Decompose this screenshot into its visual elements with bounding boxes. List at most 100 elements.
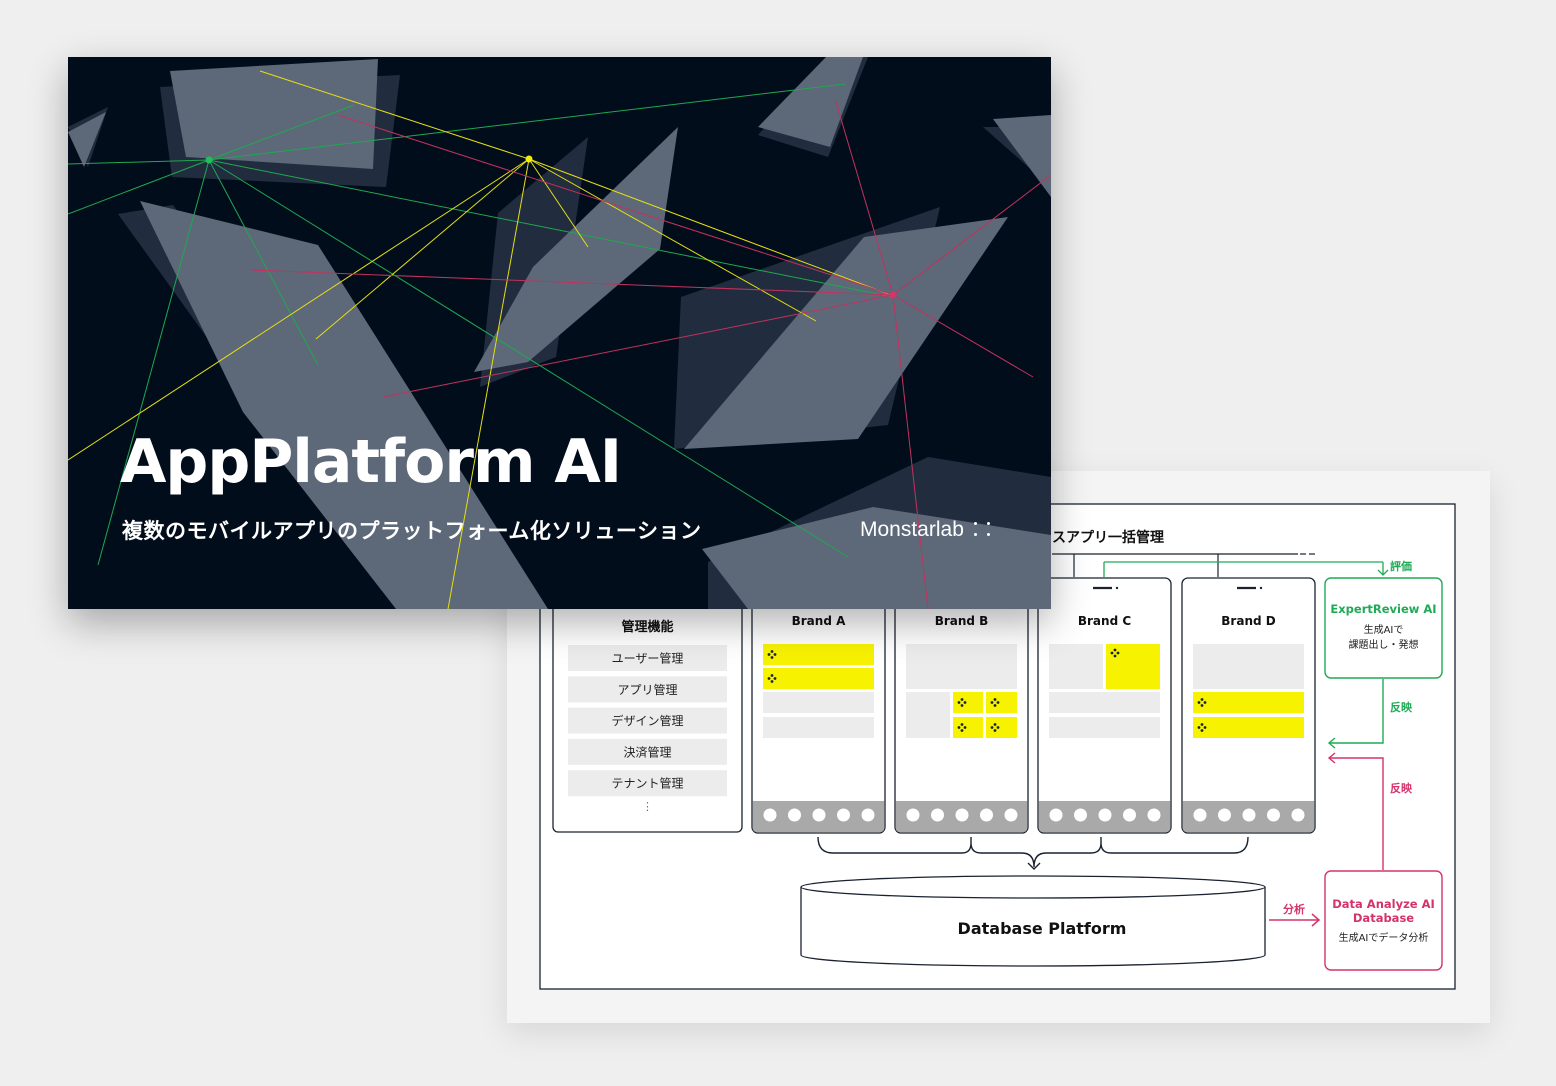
content-block xyxy=(763,644,874,665)
diamond-dots-icon xyxy=(1197,723,1207,732)
reflect-label-pink: 反映 xyxy=(1390,781,1413,795)
content-block xyxy=(1193,644,1304,689)
admin-item-label: アプリ管理 xyxy=(617,682,677,697)
nav-dot-icon[interactable] xyxy=(763,808,777,822)
reflect-label-green: 反映 xyxy=(1390,700,1413,714)
nav-dot-icon[interactable] xyxy=(812,808,826,822)
database-cylinder: Database Platform xyxy=(800,875,1266,967)
yellow-node-icon xyxy=(525,155,533,163)
brand-phone[interactable]: Brand B xyxy=(894,577,1029,834)
nav-dot-icon[interactable] xyxy=(1193,808,1207,822)
data-analyze-desc: 生成AIでデータ分析 xyxy=(1339,931,1429,944)
content-block xyxy=(906,692,950,738)
expert-review-line1: 生成AIで xyxy=(1364,623,1404,636)
content-block xyxy=(763,692,874,713)
expert-review-title: ExpertReview AI xyxy=(1330,602,1436,616)
diamond-dots-icon xyxy=(957,698,967,707)
network-lines xyxy=(68,70,1051,609)
nav-dot-icon[interactable] xyxy=(931,808,944,822)
content-block xyxy=(763,717,874,738)
arrow-left-icon xyxy=(1327,679,1384,749)
arrow-left-icon xyxy=(1327,752,1384,870)
nav-dot-icon[interactable] xyxy=(955,808,969,822)
content-block xyxy=(986,692,1017,713)
nav-dot-icon[interactable] xyxy=(1098,808,1112,822)
admin-panel-title: 管理機能 xyxy=(621,619,673,635)
nav-dot-icon[interactable] xyxy=(1123,808,1136,822)
nav-dot-icon[interactable] xyxy=(1074,808,1087,822)
admin-item-label: デザイン管理 xyxy=(611,713,683,728)
content-block xyxy=(1106,644,1160,689)
brand-logo[interactable]: Monstarlab xyxy=(860,518,992,542)
brand-name-label: Brand B xyxy=(935,614,989,628)
brand-phone[interactable]: Brand C xyxy=(1037,577,1172,834)
arrow-right-icon xyxy=(1269,913,1321,927)
diamond-dots-icon xyxy=(990,698,1000,707)
nav-dot-icon[interactable] xyxy=(1147,808,1161,822)
arrow-down-icon xyxy=(1027,862,1041,870)
top-connectors xyxy=(1052,553,1315,577)
analyze-label: 分析 xyxy=(1283,902,1305,916)
nav-dot-icon[interactable] xyxy=(788,808,801,822)
data-analyze-title-1: Data Analyze AI xyxy=(1332,897,1435,911)
hero-card: AppPlatform AI 複数のモバイルアプリのプラットフォーム化ソリューシ… xyxy=(68,57,1051,609)
hero-title: AppPlatform AI xyxy=(120,427,622,497)
content-block xyxy=(1193,692,1304,713)
arrow-down-icon xyxy=(1377,569,1389,576)
architecture-diagram: スアプリ一括管理 評価 管理機能 ユーザー管理アプリ管理デザイン管理決済管理テナ… xyxy=(539,503,1456,990)
logo-dots-icon xyxy=(973,522,992,538)
nav-dot-icon[interactable] xyxy=(1267,808,1280,822)
nav-dot-icon[interactable] xyxy=(1004,808,1018,822)
admin-item[interactable]: ユーザー管理 xyxy=(568,645,727,671)
content-block xyxy=(986,717,1017,738)
admin-item-label: 決済管理 xyxy=(623,744,671,759)
expert-review-box: ExpertReview AI 生成AIで 課題出し・発想 xyxy=(1324,577,1443,679)
curly-brace-icon xyxy=(817,836,1249,868)
data-analyze-box: Data Analyze AI Database 生成AIでデータ分析 xyxy=(1324,870,1443,971)
content-block xyxy=(1049,717,1160,738)
admin-item-label: ユーザー管理 xyxy=(612,651,684,666)
brand-name: Monstarlab xyxy=(860,518,964,541)
admin-item[interactable]: アプリ管理 xyxy=(568,676,727,703)
nav-dot-icon[interactable] xyxy=(1049,808,1063,822)
diamond-dots-icon xyxy=(990,723,1000,732)
content-block xyxy=(1193,717,1304,738)
content-block xyxy=(763,668,874,689)
nav-dot-icon[interactable] xyxy=(1218,808,1231,822)
admin-item[interactable]: テナント管理 xyxy=(568,770,727,797)
diagram-header-label: スアプリ一括管理 xyxy=(1052,529,1164,546)
data-analyze-title-2: Database xyxy=(1353,911,1414,925)
eval-label: 評価 xyxy=(1390,559,1412,573)
brand-name-label: Brand D xyxy=(1221,614,1275,628)
nav-dot-icon[interactable] xyxy=(1291,808,1305,822)
nav-dot-icon[interactable] xyxy=(861,808,875,822)
hero-subtitle: 複数のモバイルアプリのプラットフォーム化ソリューション xyxy=(122,519,702,543)
pink-node-icon xyxy=(889,291,897,299)
nav-dot-icon[interactable] xyxy=(837,808,850,822)
database-label: Database Platform xyxy=(958,919,1127,938)
content-block xyxy=(1049,692,1160,713)
nav-dot-icon[interactable] xyxy=(906,808,920,822)
brand-phone[interactable]: Brand A xyxy=(751,577,886,834)
expert-review-line2: 課題出し・発想 xyxy=(1349,638,1419,651)
eval-connector xyxy=(1103,561,1389,577)
diamond-dots-icon xyxy=(1110,648,1120,658)
diamond-dots-icon xyxy=(957,723,967,732)
brand-name-label: Brand A xyxy=(792,614,846,628)
brand-name-label: Brand C xyxy=(1078,614,1131,628)
nav-dot-icon[interactable] xyxy=(1242,808,1256,822)
admin-more-icon: ⋮ xyxy=(642,800,653,813)
green-node-icon xyxy=(205,156,213,164)
admin-item[interactable]: 決済管理 xyxy=(568,738,727,765)
content-block xyxy=(906,644,1017,689)
content-block xyxy=(953,717,983,738)
brand-phone[interactable]: Brand D xyxy=(1181,577,1316,834)
nav-dot-icon[interactable] xyxy=(980,808,993,822)
diamond-dots-icon xyxy=(767,674,777,683)
admin-item[interactable]: デザイン管理 xyxy=(568,707,727,734)
content-block xyxy=(953,692,983,713)
content-block xyxy=(1049,644,1103,689)
diamond-dots-icon xyxy=(1197,698,1207,707)
admin-item-label: テナント管理 xyxy=(611,776,683,791)
